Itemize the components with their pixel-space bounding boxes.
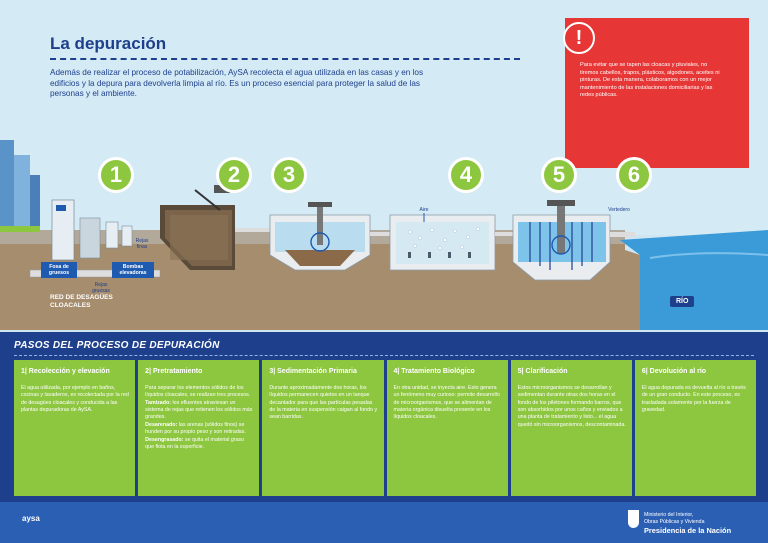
label-rejas-gruesas: Rejas gruesas: [92, 282, 110, 294]
steps-divider: [14, 355, 754, 356]
term-desarenado-text: las arenas (sólidos finos) se hunden por…: [145, 421, 246, 436]
step-card-6: 6| Devolución al río El agua depurada es…: [634, 360, 757, 496]
step-card-body: Durante aproximadamente dos horas, los l…: [269, 384, 378, 421]
step-card-body: Para separar los elementos sólidos de lo…: [145, 385, 253, 452]
sewer-pipe: [29, 269, 161, 278]
step-card-title: 2| Pretratamiento: [145, 368, 203, 375]
footer-bar: [0, 502, 768, 543]
ministry-credit: Ministerio del Interior, Obras Públicas …: [644, 512, 731, 535]
city-buildings: [0, 140, 40, 230]
label-aire: Aire: [419, 207, 429, 213]
label-bombas: Bombas elevadoras: [112, 262, 154, 279]
step-card-body: Estos microorganismos se desarrollan y s…: [517, 384, 626, 428]
step-number-6: 6: [616, 157, 652, 193]
step-card-3: 3| Sedimentación Primaria Durante aproxi…: [262, 360, 384, 496]
term-tamizado: Tamizado:: [145, 399, 171, 406]
step-card-title: 6| Devolución al río: [641, 368, 707, 375]
warning-panel: [565, 18, 749, 168]
label-vertedero: Vertedero: [608, 207, 630, 213]
title-underline: [50, 58, 520, 60]
grass-strip: [0, 226, 40, 232]
ministry-line-2: Obras Públicas y Vivienda: [644, 518, 705, 525]
step-number-1: 1: [98, 157, 134, 193]
intro-text: Además de realizar el proceso de potabil…: [50, 68, 424, 99]
step-card-5: 5| Clarificación Estos microorganismos s…: [510, 360, 632, 496]
label-fosa: Fosa de gruesos: [41, 262, 77, 279]
pump-house: [51, 199, 75, 261]
step-card-title: 3| Sedimentación Primaria: [269, 368, 357, 375]
term-desengrasado: Desengrasado:: [145, 436, 184, 443]
national-shield-icon: [628, 510, 639, 528]
step-number-5: 5: [541, 157, 577, 193]
process-illustration: [0, 121, 768, 330]
page-title: La depuración: [50, 34, 167, 53]
steps-title: PASOS DEL PROCESO DE DEPURACIÓN: [14, 340, 220, 351]
step-number-3: 3: [271, 157, 307, 193]
ministry-line-3: Presidencia de la Nación: [644, 525, 732, 535]
step-card-body: En otra unidad, se inyecta aire. Esto ge…: [393, 384, 500, 421]
label-rejas-finas: Rejas finas: [135, 238, 149, 250]
step-number-2: 2: [216, 157, 252, 193]
step-card-4: 4| Tratamiento Biológico En otra unidad,…: [386, 360, 508, 496]
label-rio: RÍO: [670, 296, 695, 307]
river: [620, 230, 768, 330]
step-number-4: 4: [448, 157, 484, 193]
step-card-1: 1| Recolección y elevación El agua utili…: [14, 360, 136, 496]
label-red-desagues: RED DE DESAGÜES CLOACALES: [50, 294, 113, 310]
aysa-logo: aysa: [22, 514, 40, 523]
exclamation-icon: !: [563, 22, 595, 54]
pump-tank: [79, 217, 101, 259]
step-card-2: 2| Pretratamiento Para separar los eleme…: [138, 360, 260, 496]
term-tamizado-text: los efluentes atraviesan un sistema de r…: [145, 399, 253, 421]
step-card-title: 4| Tratamiento Biológico: [393, 368, 475, 375]
step-card-intro: Para separar los elementos sólidos de lo…: [145, 384, 251, 399]
term-desengrasado-text: se quita el material graso que flota en …: [145, 436, 245, 450]
step-card-title: 5| Clarificación: [517, 368, 568, 375]
warning-text: Para evitar que se tapen las cloacas y p…: [580, 62, 720, 99]
ministry-line-1: Ministerio del Interior,: [644, 512, 694, 518]
step-card-body: El agua utilizada, por ejemplo en baños,…: [21, 384, 129, 413]
steps-cards: 1| Recolección y elevación El agua utili…: [14, 360, 757, 496]
step-card-title: 1| Recolección y elevación: [21, 368, 110, 375]
term-desarenado: Desarenado:: [145, 421, 178, 428]
step-card-body: El agua depurada es devuelta al río a tr…: [641, 384, 746, 413]
